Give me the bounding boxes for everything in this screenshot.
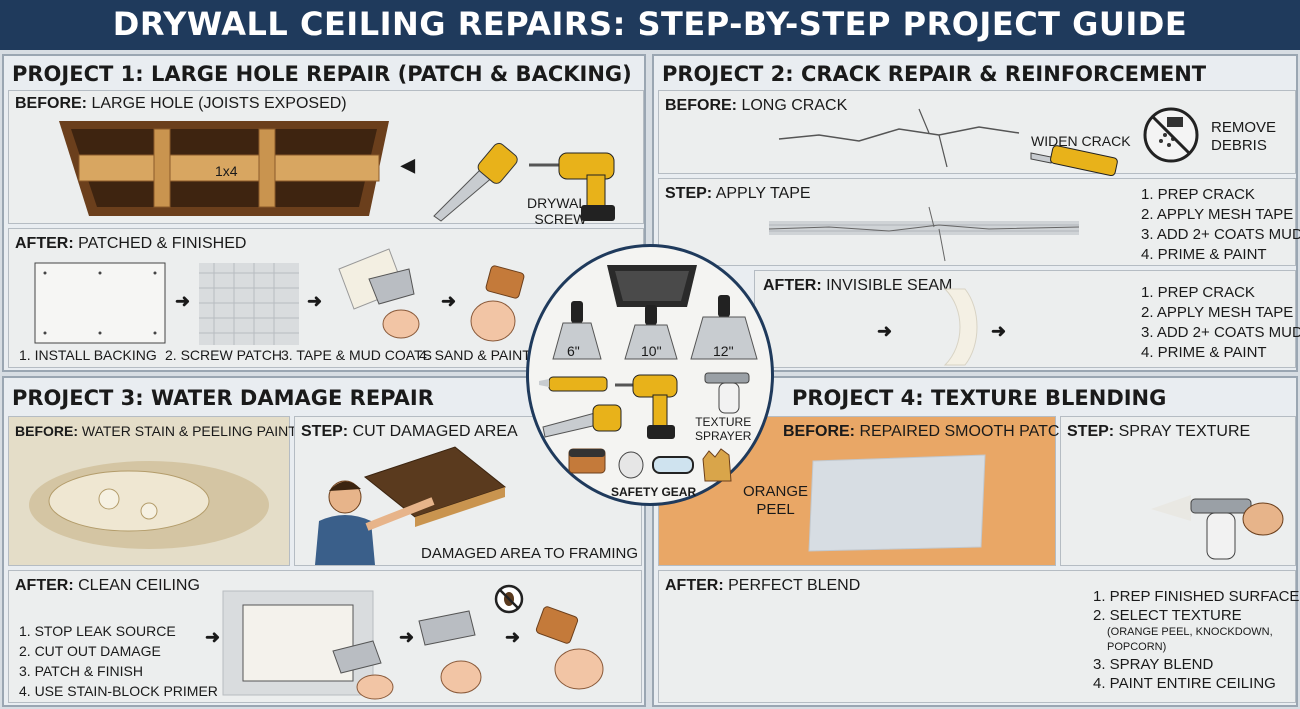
utility-knife-icon	[539, 376, 608, 392]
texture-steps-list: 1. PREP FINISHED SURFACE 2. SELECT TEXTU…	[1093, 588, 1300, 692]
texture-sprayer-icon	[1151, 495, 1284, 560]
before-label: BEFORE: LARGE HOLE (JOISTS EXPOSED)	[15, 95, 347, 112]
project-3-before: BEFORE: WATER STAIN & PEELING PAINT	[8, 416, 297, 566]
after-label: AFTER: PERFECT BLEND	[665, 577, 861, 594]
project-2-panel: PROJECT 2: CRACK REPAIR & REINFORCEMENT …	[652, 54, 1300, 372]
step-label: STEP: SPRAY TEXTURE	[1067, 423, 1251, 440]
no-mold-icon	[494, 584, 524, 614]
knife-6-icon	[552, 301, 602, 360]
project-1-title: PROJECT 1: LARGE HOLE REPAIR (PATCH & BA…	[12, 62, 632, 86]
arrow-icon: ➜	[399, 627, 415, 647]
sanding-sponge-icon	[568, 448, 606, 474]
step-caption: 3. TAPE & MUD COATS	[281, 347, 432, 363]
work-gloves-icon	[702, 448, 732, 482]
joist-frame-illustration	[59, 121, 389, 216]
mesh-tape-illustration	[768, 206, 1080, 262]
step-caption: 1. INSTALL BACKING	[19, 347, 157, 363]
step-label: STEP: APPLY TAPE	[665, 185, 811, 202]
arrow-icon: ➜	[307, 291, 323, 311]
step-label: STEP: CUT DAMAGED AREA	[301, 423, 518, 440]
project-4-step: STEP: SPRAY TEXTURE	[1060, 416, 1296, 566]
widen-crack-label: WIDEN CRACK	[1031, 133, 1131, 149]
after-label: AFTER: INVISIBLE SEAM	[763, 277, 953, 294]
utility-knife-icon	[1030, 145, 1118, 177]
sanding-sponge-icon	[535, 606, 604, 690]
knife-12-label: 12"	[713, 343, 734, 359]
arrow-icon: ◀	[401, 155, 415, 175]
arrow-icon: ➜	[441, 291, 457, 311]
smooth-seam-illustration	[943, 288, 978, 366]
knife-6-label: 6"	[567, 343, 580, 359]
patch-board-illustration	[34, 262, 166, 344]
project-4-after: AFTER: PERFECT BLEND 1. PREP FINISHED SU…	[658, 570, 1300, 703]
project-1-panel: PROJECT 1: LARGE HOLE REPAIR (PATCH & BA…	[2, 54, 646, 372]
before-label: BEFORE: WATER STAIN & PEELING PAINT	[15, 423, 297, 439]
safety-gear-label: SAFETY GEAR	[611, 485, 697, 499]
knife-12-icon	[690, 295, 758, 360]
board-label: 1x4	[215, 163, 238, 179]
arrow-icon: ➜	[505, 627, 521, 647]
project-3-title: PROJECT 3: WATER DAMAGE REPAIR	[12, 386, 434, 410]
project-2-title: PROJECT 2: CRACK REPAIR & REINFORCEMENT	[662, 62, 1207, 86]
hand-saw-icon	[433, 142, 518, 222]
mud-pan-icon	[607, 265, 697, 307]
mesh-patch-illustration	[199, 263, 299, 345]
taping-knife-icon	[418, 610, 482, 694]
arrow-icon: ➜	[175, 291, 191, 311]
respirator-mask-icon	[618, 451, 644, 479]
water-stain-illustration	[29, 461, 269, 549]
step-caption: 2. SCREW PATCH	[165, 347, 282, 363]
taping-knife-icon	[338, 248, 420, 339]
before-label: BEFORE: LONG CRACK	[665, 97, 848, 114]
step-caption: 4. SAND & PAINT	[419, 347, 531, 363]
arrow-icon: ➜	[205, 627, 221, 647]
drill-icon	[529, 152, 615, 221]
crack-illustration	[778, 108, 1020, 168]
before-label: BEFORE: REPAIRED SMOOTH PATCH	[783, 423, 1072, 440]
texture-sprayer-icon	[704, 372, 750, 414]
knife-10-icon	[624, 305, 678, 360]
sanding-sponge-icon	[470, 265, 525, 342]
project-1-before: BEFORE: LARGE HOLE (JOISTS EXPOSED) 1x4 …	[8, 90, 644, 227]
patch-panel-illustration	[222, 590, 394, 700]
arrow-icon: ➜	[991, 321, 1007, 341]
smooth-patch-illustration	[808, 454, 986, 552]
hand-saw-icon	[542, 404, 622, 438]
project-3-after: AFTER: CLEAN CEILING 1. STOP LEAK SOURCE…	[8, 570, 642, 703]
knife-10-label: 10"	[641, 343, 662, 359]
no-debris-icon	[1143, 107, 1199, 163]
drill-icon	[615, 374, 678, 439]
after-label: AFTER: PATCHED & FINISHED	[15, 235, 247, 252]
page-title: DRYWALL CEILING REPAIRS: STEP-BY-STEP PR…	[0, 0, 1300, 50]
damaged-area-caption: DAMAGED AREA TO FRAMING	[421, 545, 638, 562]
cutting-worker-illustration	[315, 446, 507, 565]
safety-goggles-icon	[652, 456, 694, 474]
project-4-title: PROJECT 4: TEXTURE BLENDING	[792, 386, 1167, 410]
arrow-icon: ➜	[877, 321, 893, 341]
after-label: AFTER: CLEAN CEILING	[15, 577, 200, 594]
